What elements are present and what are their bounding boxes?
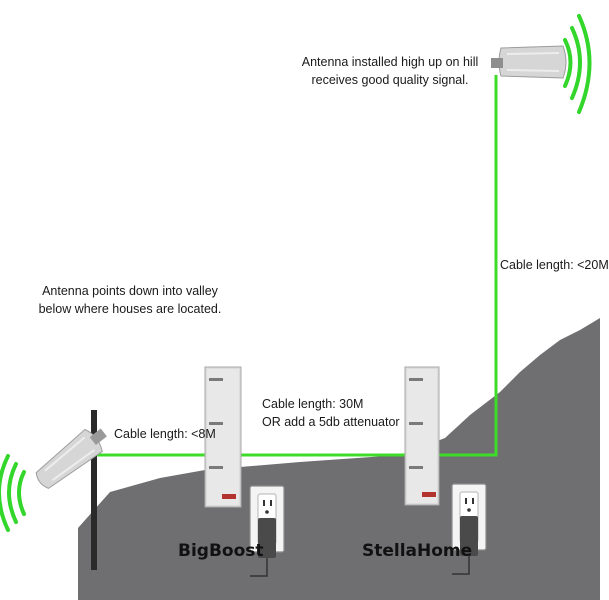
valley-antenna-note: Antenna points down into valley below wh… xyxy=(30,282,230,318)
booster-icon xyxy=(204,366,242,508)
hill-terrain xyxy=(78,318,600,600)
cable-length-left-label: Cable length: <8M xyxy=(114,427,216,441)
cable-left xyxy=(94,447,207,457)
cable-length-middle-line2: OR add a 5db attenuator xyxy=(262,415,400,429)
device-name-stellahome: StellaHome xyxy=(362,541,473,561)
power-adapter-icon xyxy=(250,518,276,577)
valley-antenna-note-line1: Antenna points down into valley xyxy=(42,284,218,298)
hill-antenna-note-line1: Antenna installed high up on hill xyxy=(301,55,479,69)
device-name-bigboost: BigBoost xyxy=(178,541,264,561)
cable-length-right-label: Cable length: <20M xyxy=(500,258,609,272)
booster-icon xyxy=(404,366,440,506)
cable-hill xyxy=(438,75,498,457)
cable-length-left: Cable length: <8M xyxy=(114,425,216,443)
hill-antenna-note: Antenna installed high up on hill receiv… xyxy=(300,53,480,89)
signal-waves-icon xyxy=(563,14,592,114)
antenna-mast xyxy=(91,410,97,570)
valley-antenna-note-line2: below where houses are located. xyxy=(38,302,222,316)
signal-waves-icon xyxy=(0,454,26,532)
cable-length-middle: Cable length: 30M OR add a 5db attenuato… xyxy=(262,395,402,431)
hill-antenna-note-line2: receives good quality signal. xyxy=(311,73,469,87)
cable-length-right: Cable length: <20M xyxy=(500,256,609,274)
power-adapter-icon xyxy=(452,516,478,575)
yagi-antenna-icon xyxy=(35,428,107,489)
cable-length-middle-line1: Cable length: 30M xyxy=(262,397,364,411)
yagi-antenna-icon xyxy=(491,45,567,79)
